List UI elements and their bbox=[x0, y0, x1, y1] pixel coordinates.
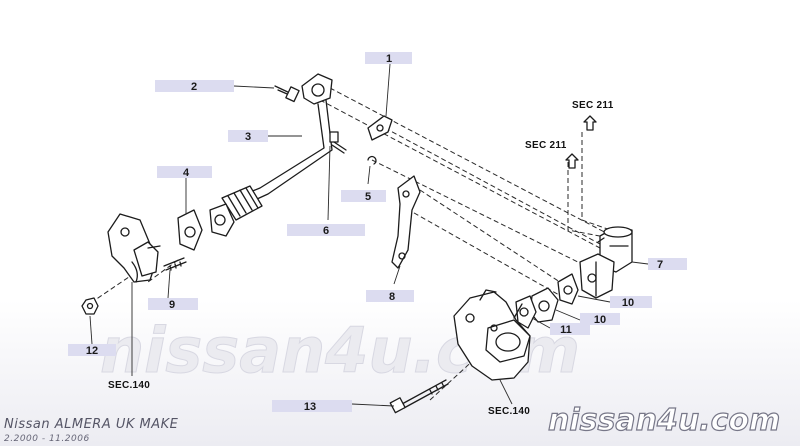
part-3-egr-tube bbox=[209, 73, 333, 237]
callout-13-label: 13 bbox=[304, 401, 316, 413]
callout-1-label: 1 bbox=[386, 53, 392, 65]
callout-6[interactable]: 6 bbox=[287, 224, 365, 237]
background-fade bbox=[0, 300, 800, 446]
tube-bellows bbox=[221, 185, 263, 221]
callout-11[interactable]: 10 bbox=[580, 313, 620, 326]
callout-8-label: 8 bbox=[389, 291, 395, 303]
part-4-gasket bbox=[177, 209, 203, 251]
callout-8[interactable]: 8 bbox=[366, 290, 414, 303]
assembly-dashed-lines bbox=[94, 87, 617, 401]
callout-12[interactable]: 12 bbox=[68, 344, 116, 357]
part-8-bracket bbox=[391, 175, 421, 269]
sec-ref-140-left[interactable]: SEC.140 bbox=[108, 380, 150, 391]
callout-2-label: 2 bbox=[191, 81, 197, 93]
intake-housing-bottom bbox=[453, 289, 531, 381]
part-12-nut bbox=[81, 297, 99, 315]
callout-7[interactable]: 7 bbox=[648, 258, 687, 271]
part-10-gasket-upper bbox=[557, 273, 579, 305]
part-1-gasket bbox=[367, 115, 393, 141]
intake-housing-left bbox=[107, 213, 161, 283]
callout-9[interactable]: 9 bbox=[148, 298, 198, 311]
footer-title: Nissan ALMERA UK MAKE bbox=[4, 417, 179, 432]
callout-10-lower-label: 11 bbox=[560, 324, 572, 336]
callout-1[interactable]: 1 bbox=[365, 52, 412, 65]
sec-ref-211-top[interactable]: SEC 211 bbox=[572, 100, 614, 111]
part-2-bolt bbox=[274, 85, 300, 103]
leader-lines bbox=[89, 63, 649, 407]
sec-ref-140-bottom[interactable]: SEC.140 bbox=[488, 406, 530, 417]
callout-3[interactable]: 3 bbox=[228, 130, 268, 143]
part-5-clip bbox=[367, 155, 377, 165]
callout-6-label: 6 bbox=[323, 225, 329, 237]
sec211-arrow-mid bbox=[565, 153, 579, 169]
callout-11-label: 10 bbox=[594, 314, 606, 326]
callout-10-upper[interactable]: 10 bbox=[610, 296, 652, 309]
sec211-arrow-top bbox=[583, 115, 597, 131]
callout-5-label: 5 bbox=[365, 191, 371, 203]
callout-4[interactable]: 4 bbox=[157, 166, 212, 179]
footer-date-range: 2.2000 - 11.2006 bbox=[4, 434, 90, 444]
callout-10-lower[interactable]: 11 bbox=[550, 323, 590, 336]
sec-ref-211-mid[interactable]: SEC 211 bbox=[525, 140, 567, 151]
callout-3-label: 3 bbox=[245, 131, 251, 143]
callout-7-label: 7 bbox=[657, 259, 663, 271]
callout-10-upper-label: 10 bbox=[622, 297, 634, 309]
part-7-egr-valve bbox=[579, 226, 633, 299]
part-10-gasket-lower bbox=[515, 295, 537, 329]
part-13-long-bolt bbox=[389, 379, 449, 414]
callout-12-label: 12 bbox=[86, 345, 98, 357]
part-9-stud bbox=[163, 257, 187, 271]
callout-2[interactable]: 2 bbox=[155, 80, 234, 93]
callout-4-label: 4 bbox=[183, 167, 190, 179]
part-6-bolt bbox=[329, 131, 347, 154]
callout-9-label: 9 bbox=[169, 299, 175, 311]
callout-5[interactable]: 5 bbox=[341, 190, 386, 203]
part-11-adapter bbox=[529, 287, 559, 323]
watermark-corner: nissan4u.com bbox=[548, 403, 780, 438]
callout-13[interactable]: 13 bbox=[272, 400, 352, 413]
